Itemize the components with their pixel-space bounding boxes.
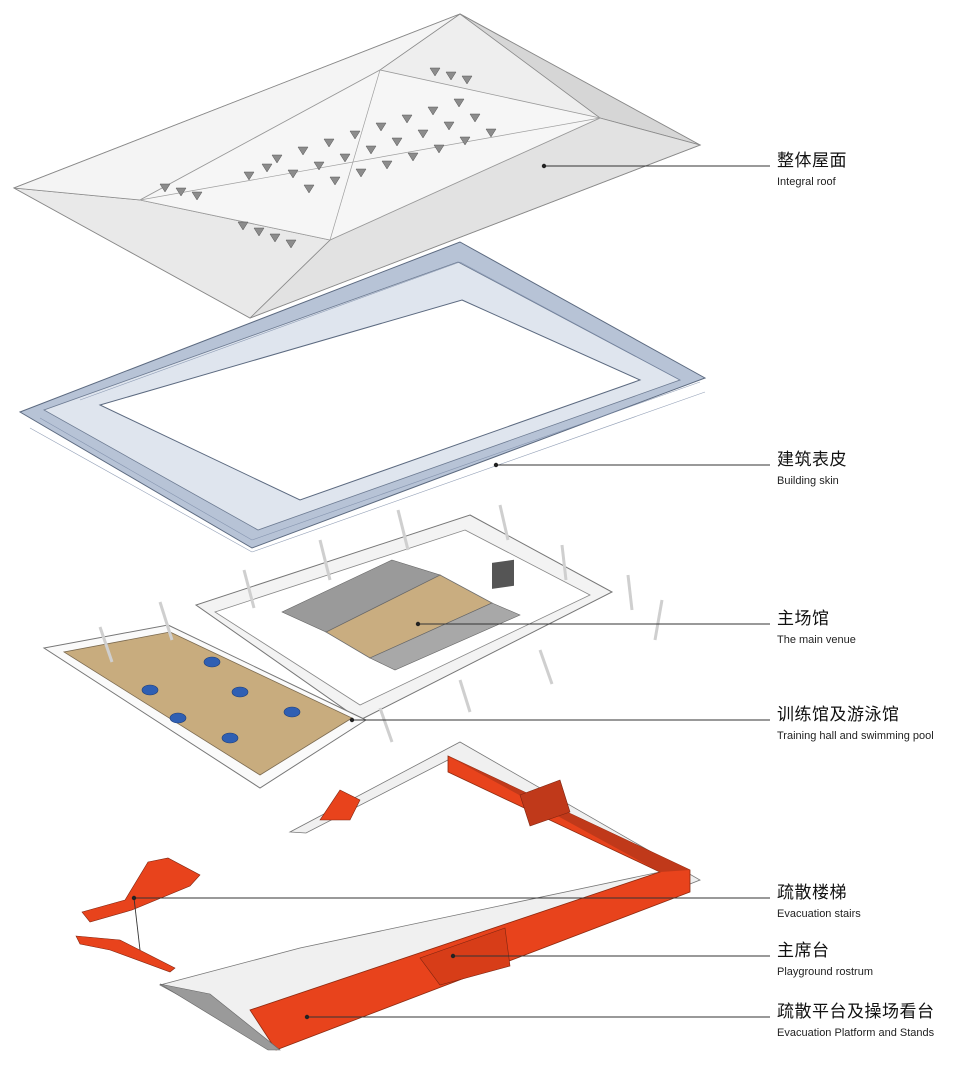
- callout-en: Evacuation stairs: [777, 907, 861, 920]
- callout-en: The main venue: [777, 633, 856, 646]
- callout-en: Evacuation Platform and Stands: [777, 1026, 935, 1039]
- callout-integral-roof: 整体屋面 Integral roof: [777, 151, 847, 188]
- callout-zh: 训练馆及游泳馆: [777, 705, 900, 725]
- venue-layer: [42, 504, 664, 789]
- callout-en: Integral roof: [777, 175, 836, 188]
- callout-zh: 整体屋面: [777, 151, 847, 171]
- callout-en: Building skin: [777, 474, 839, 487]
- training-hall: [42, 624, 368, 789]
- callout-building-skin: 建筑表皮 Building skin: [777, 450, 847, 487]
- callout-training-hall: 训练馆及游泳馆 Training hall and swimming pool: [777, 705, 934, 742]
- skylight-grid: [159, 67, 497, 249]
- integral-roof-layer: [12, 13, 702, 319]
- leader-lines: [133, 165, 770, 1018]
- callout-evacuation-platform: 疏散平台及操场看台 Evacuation Platform and Stands: [777, 1002, 935, 1039]
- callout-zh: 建筑表皮: [777, 450, 847, 470]
- callout-playground-rostrum: 主席台 Playground rostrum: [777, 941, 873, 978]
- callout-zh: 疏散平台及操场看台: [777, 1002, 935, 1022]
- leader-dots: [131, 163, 547, 1020]
- callout-en: Training hall and swimming pool: [777, 729, 934, 742]
- callout-zh: 主席台: [777, 941, 830, 961]
- callout-evacuation-stairs: 疏散楼梯 Evacuation stairs: [777, 883, 861, 920]
- callout-zh: 主场馆: [777, 609, 830, 629]
- callout-zh: 疏散楼梯: [777, 883, 847, 903]
- stands-layer: [75, 741, 701, 1051]
- callout-en: Playground rostrum: [777, 965, 873, 978]
- building-skin-layer: [18, 241, 707, 553]
- callout-main-venue: 主场馆 The main venue: [777, 609, 856, 646]
